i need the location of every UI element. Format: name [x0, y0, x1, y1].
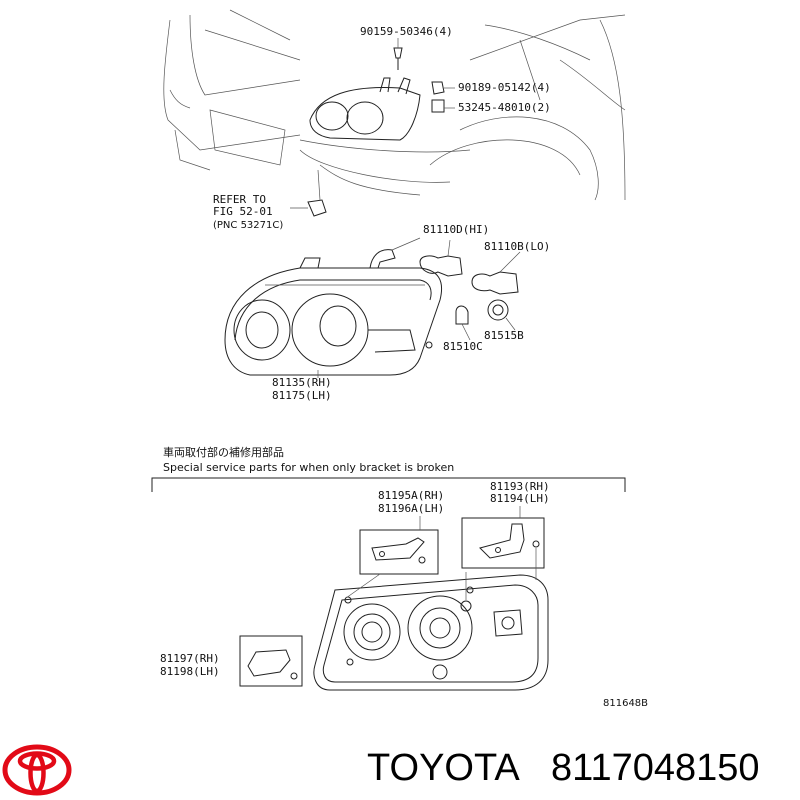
bracket-box-c — [239, 635, 303, 687]
label-clip-90189: 90189-05142(4) — [458, 81, 551, 94]
bracket-group-line — [151, 477, 626, 492]
top-hardware — [290, 38, 455, 217]
label-bulb-lo: 81110B(LO) — [484, 240, 550, 253]
label-small-bulb: 81510C — [443, 340, 483, 353]
note-english: Special service parts for when only brac… — [163, 461, 454, 474]
brand-name: TOYOTA — [367, 747, 520, 789]
bracket-box-a — [359, 516, 439, 575]
label-bulb-hi: 81110D(HI) — [423, 223, 489, 236]
label-refer-fig: FIG 52-01 — [213, 205, 273, 218]
label-bracket-81196a: 81196A(LH) — [378, 502, 444, 515]
bracket-box-b — [461, 506, 545, 569]
toyota-logo-icon — [2, 744, 72, 796]
small-bulb-81510c — [455, 305, 471, 341]
label-headlamp-lh: 81175(LH) — [272, 389, 332, 402]
note-japanese: 車両取付部の補修用部品 — [163, 445, 284, 459]
headlamp-rear-view — [313, 548, 549, 691]
headlamp-assembly — [224, 237, 443, 376]
headlamp-in-car — [309, 77, 421, 141]
label-headlamp-rh: 81135(RH) — [272, 376, 332, 389]
label-bracket-81198: 81198(LH) — [160, 665, 220, 678]
label-bracket-81193: 81193(RH) — [490, 480, 550, 493]
label-refer-to: REFER TO — [213, 193, 266, 206]
label-nut-53245: 53245-48010(2) — [458, 101, 551, 114]
label-refer-pnc: (PNC 53271C) — [213, 220, 283, 231]
label-socket: 81515B — [484, 329, 524, 342]
label-bracket-81195a: 81195A(RH) — [378, 489, 444, 502]
label-bracket-81197: 81197(RH) — [160, 652, 220, 665]
bulb-hi-81110d — [419, 239, 463, 277]
socket-81515b — [487, 299, 516, 331]
part-number: 8117048150 — [551, 747, 760, 789]
bulb-lo-81110b — [471, 251, 521, 295]
car-body-outline — [163, 9, 626, 201]
label-bracket-81194: 81194(LH) — [490, 492, 550, 505]
figure-code: 811648B — [603, 698, 648, 709]
label-bolt-90159: 90159-50346(4) — [360, 25, 453, 38]
